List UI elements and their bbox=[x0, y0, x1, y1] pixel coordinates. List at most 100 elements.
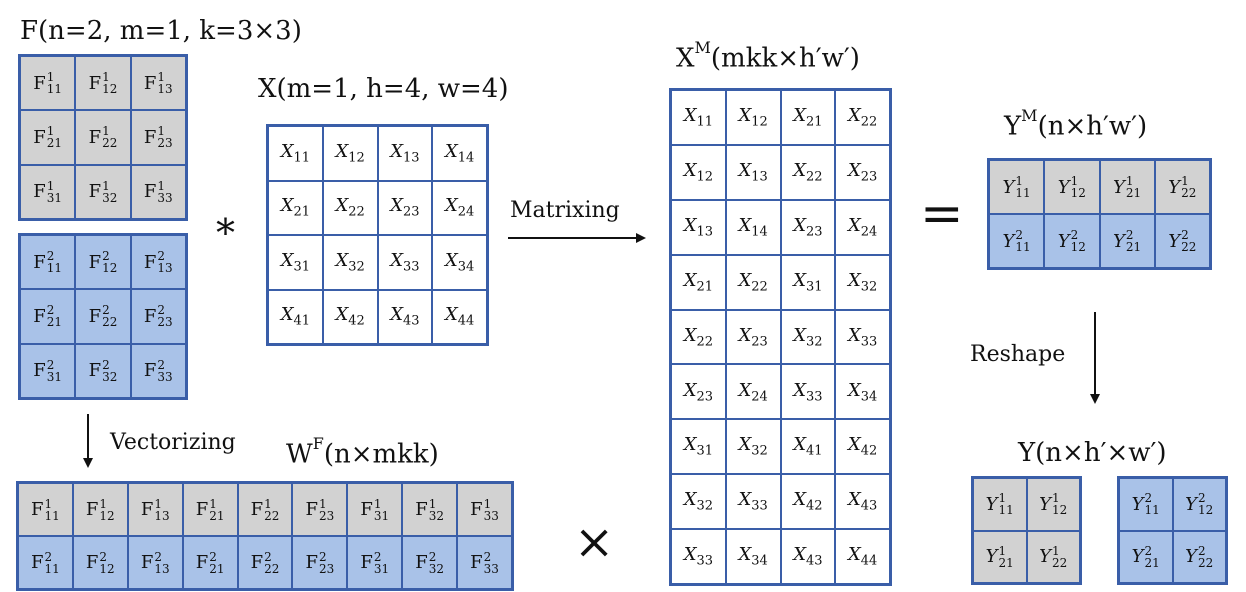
cell-base: X bbox=[738, 105, 752, 127]
cell-subscript: 31 bbox=[373, 561, 390, 576]
matrix-cell: X21 bbox=[268, 180, 323, 235]
cell-subscript: 11 bbox=[46, 261, 63, 276]
cell-subscript: 21 bbox=[696, 279, 714, 295]
cell-label: X11 bbox=[684, 105, 713, 130]
cell-subscript: 32 bbox=[102, 369, 118, 384]
cell-base: X bbox=[793, 379, 807, 401]
cell-subscript: 32 bbox=[806, 334, 823, 350]
cell-label: X34 bbox=[445, 250, 474, 275]
cell-superscript: 1 bbox=[99, 496, 108, 511]
cell-superscript: 2 bbox=[157, 357, 166, 372]
cell-subscript: 31 bbox=[46, 190, 63, 205]
reshape-arrow bbox=[1090, 312, 1100, 404]
cell-label: X12 bbox=[738, 105, 767, 130]
matrix-cell: X33 bbox=[780, 364, 836, 420]
cell-subscript: 12 bbox=[1198, 503, 1214, 518]
cell-subscript: 13 bbox=[154, 508, 170, 523]
cell-subscript: 33 bbox=[483, 561, 499, 576]
cell-subscript: 21 bbox=[209, 508, 225, 523]
cell-base: Y bbox=[1057, 230, 1070, 252]
cell-superscript: 1 bbox=[209, 496, 217, 511]
cell-base: F bbox=[88, 126, 102, 148]
matrix-cell: X22 bbox=[322, 180, 378, 235]
cell-superscript: 1 bbox=[1070, 174, 1079, 188]
cell-base: F bbox=[33, 305, 46, 327]
cell-superscript: 1 bbox=[373, 496, 382, 511]
cell-base: Y bbox=[1057, 176, 1070, 198]
matrix-cell: X43 bbox=[835, 474, 890, 530]
cell-base: Y bbox=[1039, 493, 1052, 515]
cell-superscript: 2 bbox=[264, 549, 272, 564]
cell-base: Y bbox=[1002, 230, 1015, 252]
cell-superscript: 1 bbox=[46, 178, 55, 193]
cell-base: X bbox=[444, 304, 458, 326]
matrix-cell: X13 bbox=[671, 199, 726, 255]
cell-subscript: 33 bbox=[696, 553, 714, 569]
cell-label: X12 bbox=[335, 141, 364, 166]
cell-subscript: 31 bbox=[373, 508, 390, 523]
cell-base: X bbox=[738, 544, 752, 566]
cell-base: F bbox=[33, 181, 46, 203]
cell-subscript: 12 bbox=[348, 150, 365, 166]
cell-superscript: 1 bbox=[102, 124, 110, 139]
cell-subscript: 23 bbox=[860, 169, 878, 185]
cell-superscript: 2 bbox=[1198, 491, 1206, 506]
matrix-cell: X14 bbox=[432, 126, 487, 181]
cell-subscript: 11 bbox=[696, 114, 714, 130]
cell-label: X21 bbox=[281, 195, 310, 220]
cell-superscript: 2 bbox=[46, 303, 55, 318]
cell-subscript: 24 bbox=[457, 205, 475, 221]
cell-base: X bbox=[738, 379, 752, 401]
cell-label: X12 bbox=[684, 160, 713, 185]
cell-subscript: 22 bbox=[348, 205, 365, 221]
ym-title: YM(n×h′w′) bbox=[1004, 108, 1147, 140]
cell-label: X31 bbox=[684, 434, 713, 459]
cell-label: X23 bbox=[848, 160, 877, 185]
cell-base: Y bbox=[1113, 230, 1125, 252]
matrix-cell: X22 bbox=[671, 309, 726, 365]
cell-superscript: 1 bbox=[428, 496, 437, 511]
cell-subscript: 23 bbox=[751, 334, 768, 350]
cell-label: X32 bbox=[793, 325, 822, 350]
matrix-cell: X24 bbox=[725, 364, 781, 420]
matrix-cell: X33 bbox=[671, 529, 726, 584]
cell-label: X32 bbox=[848, 270, 877, 295]
cell-base: X bbox=[847, 324, 861, 346]
ym-title-sup: M bbox=[1021, 106, 1038, 125]
cell-subscript: 22 bbox=[860, 114, 878, 130]
cell-subscript: 12 bbox=[1052, 503, 1068, 518]
times-operator: × bbox=[574, 514, 615, 570]
matrix-cell: X23 bbox=[377, 180, 433, 235]
matrix-cell: X33 bbox=[725, 474, 781, 530]
cell-subscript: 34 bbox=[457, 259, 475, 275]
cell-superscript: 1 bbox=[157, 124, 166, 139]
cell-base: F bbox=[415, 552, 428, 573]
cell-base: X bbox=[738, 489, 752, 511]
cell-base: Y bbox=[1185, 546, 1198, 568]
